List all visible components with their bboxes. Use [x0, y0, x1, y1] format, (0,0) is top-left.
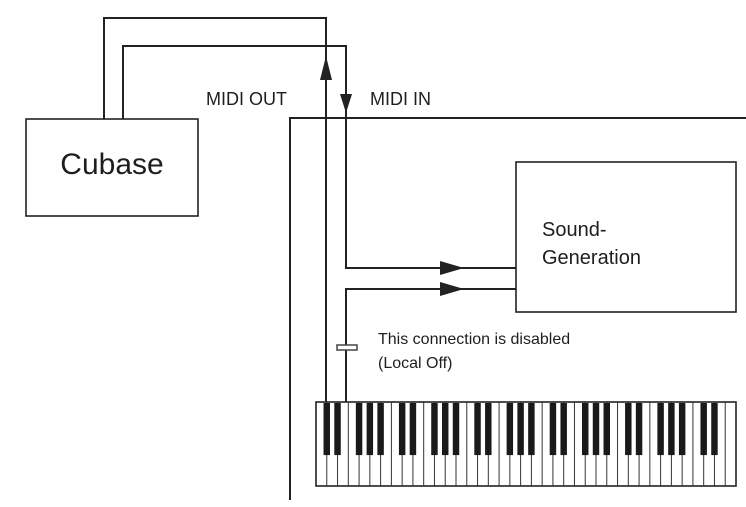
black-key — [604, 403, 610, 455]
cubase-box: Cubase — [26, 119, 198, 216]
black-key — [679, 403, 685, 455]
black-key — [377, 403, 383, 455]
black-key — [550, 403, 556, 455]
black-key — [517, 403, 523, 455]
disabled-note-line-1: This connection is disabled — [378, 331, 570, 348]
black-key — [474, 403, 480, 455]
black-key — [560, 403, 566, 455]
black-key — [625, 403, 631, 455]
black-key — [399, 403, 405, 455]
sound-generation-label-1: Sound- — [542, 219, 607, 241]
black-key — [324, 403, 330, 455]
midi-out-arrow — [320, 56, 332, 80]
black-key — [367, 403, 373, 455]
black-key — [668, 403, 674, 455]
black-key — [453, 403, 459, 455]
arrow-to-sound-1 — [440, 261, 464, 275]
black-key — [356, 403, 362, 455]
midi-in-label: MIDI IN — [370, 89, 431, 109]
black-key — [410, 403, 416, 455]
black-key — [431, 403, 437, 455]
cubase-label: Cubase — [60, 148, 163, 181]
black-key — [657, 403, 663, 455]
black-key — [442, 403, 448, 455]
midi-in-arrow — [340, 94, 352, 113]
black-key — [593, 403, 599, 455]
black-key — [528, 403, 534, 455]
black-key — [507, 403, 513, 455]
black-key — [334, 403, 340, 455]
black-key — [636, 403, 642, 455]
black-key — [700, 403, 706, 455]
arrow-to-sound-2 — [440, 282, 464, 296]
disabled-note-line-2: (Local Off) — [378, 355, 452, 372]
black-key — [485, 403, 491, 455]
black-key — [711, 403, 717, 455]
black-key — [582, 403, 588, 455]
sound-generation-label-2: Generation — [542, 247, 641, 269]
midi-out-label: MIDI OUT — [206, 89, 287, 109]
piano-keyboard — [316, 402, 736, 486]
sound-generation-box: Sound- Generation — [516, 162, 736, 312]
disabled-break-mark — [337, 345, 357, 350]
